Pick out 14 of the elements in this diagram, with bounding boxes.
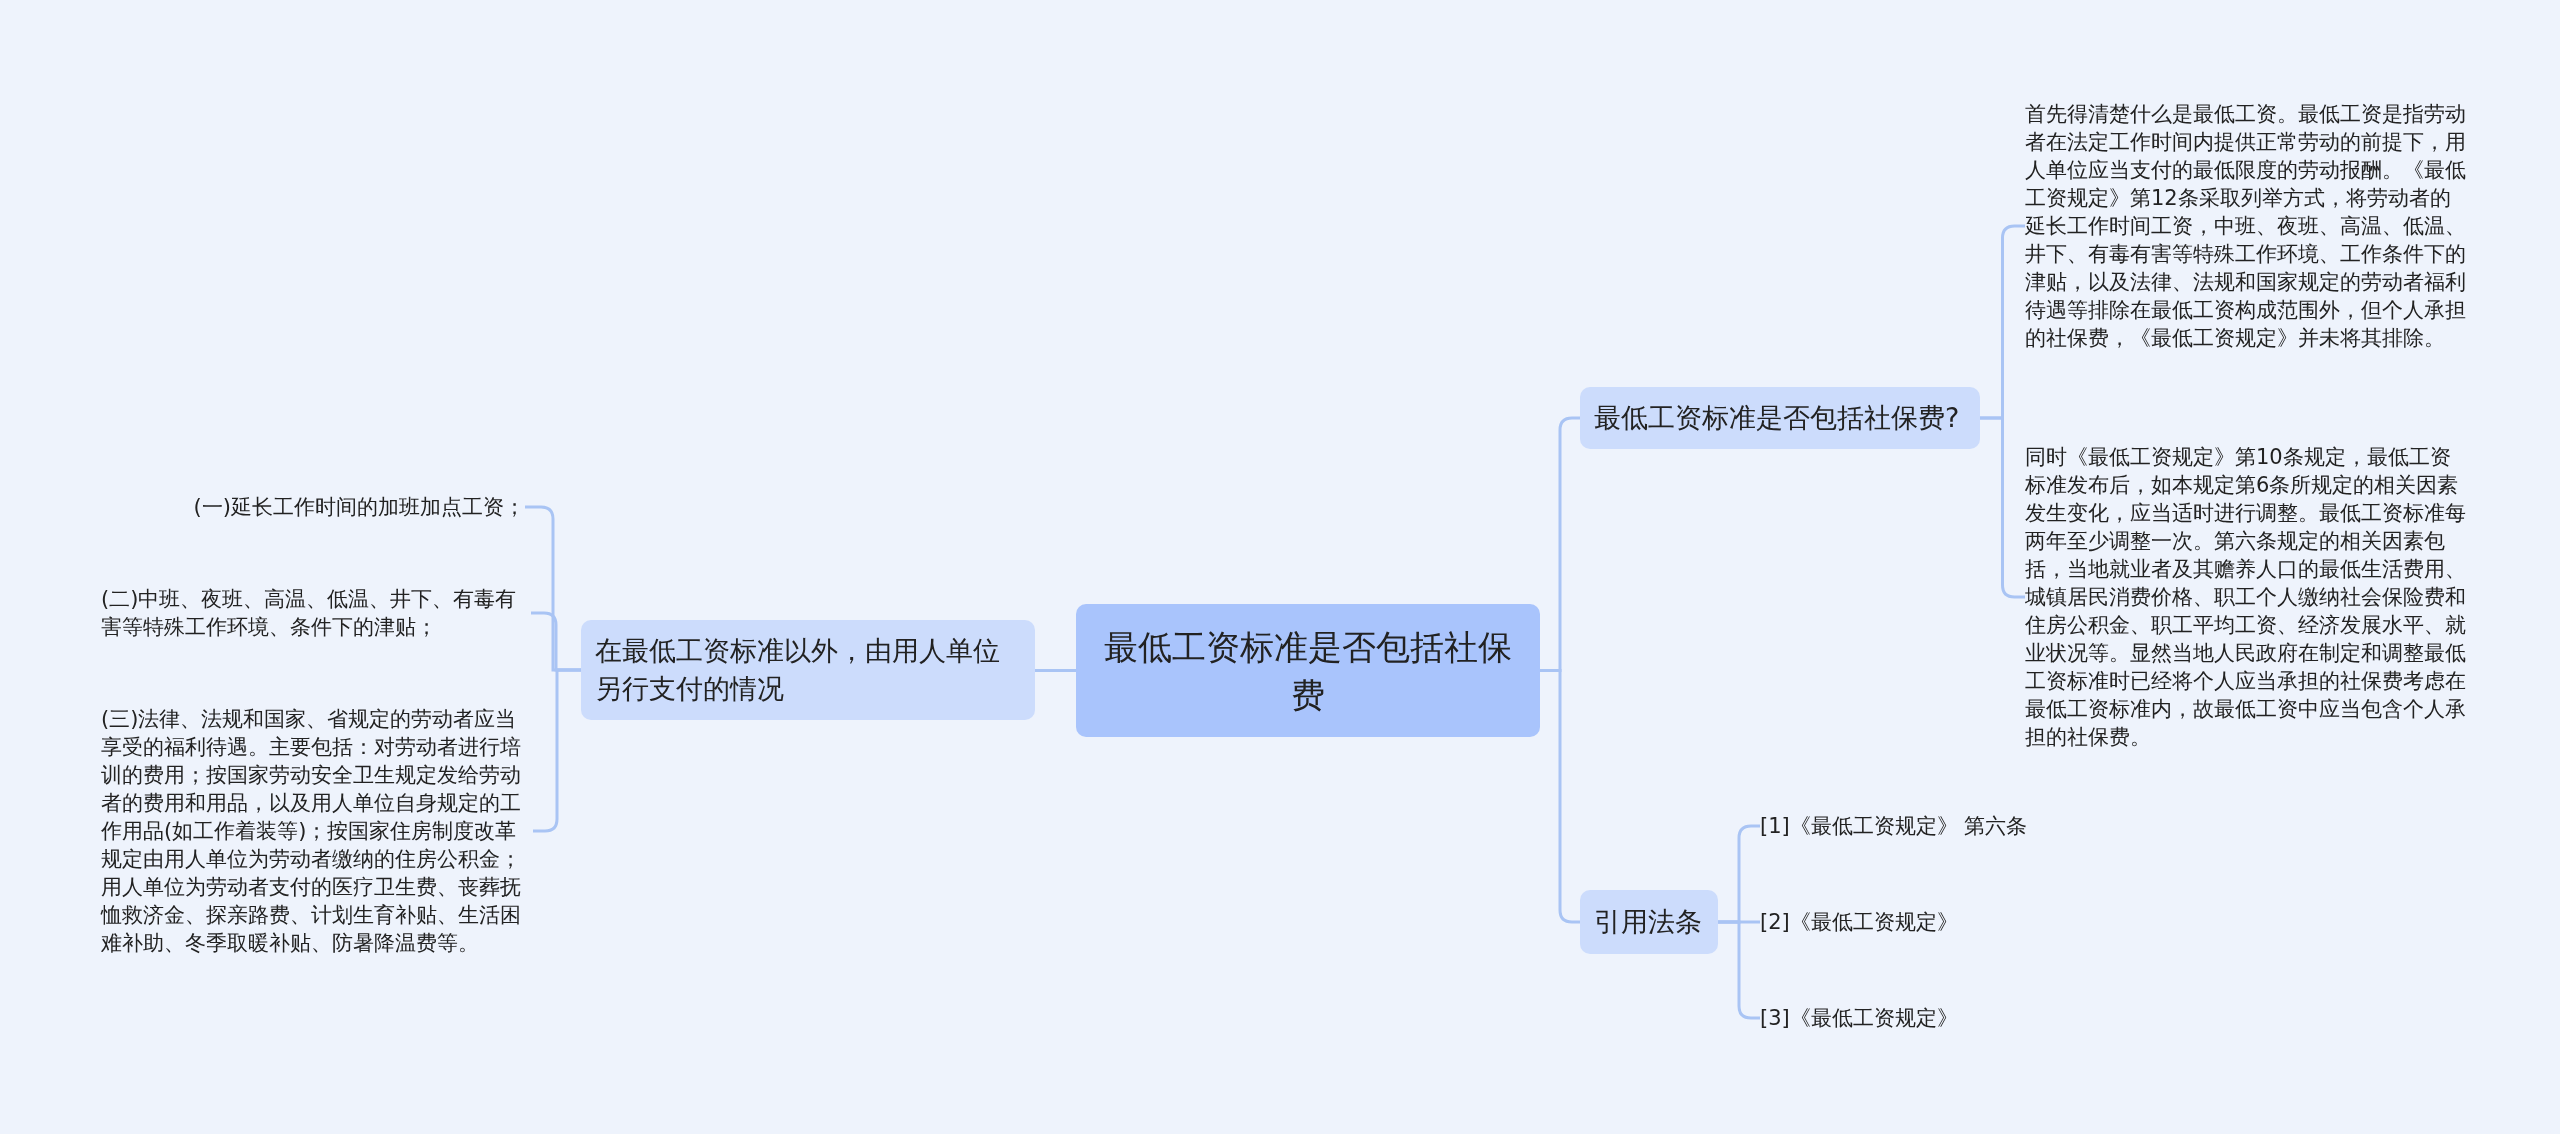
topic-box: 在最低工资标准以外，由用人单位另行支付的情况 (581, 620, 1035, 720)
leaf-text: [1]《最低工资规定》 第六条 (1760, 812, 2090, 840)
connector-line (1540, 669, 1580, 924)
leaf-text: 同时《最低工资规定》第10条规定，最低工资标准发布后，如本规定第6条所规定的相关因素发生变化，应当适时进行调整。最低工资标准每两年至少调整一次。第六条规定的相关因素包括，当地就业者及其赡养人口的最低生活费用、城镇居民消费价格、职工个人缴纳社会保险费和住房公积金、职工平均工资、经济发展水平、就业状况等。显然当地人民政府在制定和调整最低工资标准时已经将个人应当承担的社保费考虑在最低工资标准内，故最低工资中应当包含个人承担的社保费。 (2025, 443, 2470, 751)
leaf-text: (一)延长工作时间的加班加点工资； (170, 493, 525, 521)
leaf-text: (三)法律、法规和国家、省规定的劳动者应当享受的福利待遇。主要包括：对劳动者进行培训的费用；按国家劳动安全卫生规定发给劳动者的费用和用品，以及用人单位自身规定的工作用品(如工作着装等)；按国家住房制度改革规定由用人单位为劳动者缴纳的住房公积金；用人单位为劳动者支付的医疗卫生费、丧葬抚恤救济金、探亲路费、计划生育补贴、生活困难补助、冬季取暖补贴、防暑降温费等。 (101, 705, 533, 957)
leaf-text: (二)中班、夜班、高温、低温、井下、有毒有害等特殊工作环境、条件下的津贴； (101, 585, 531, 641)
topic-box: 最低工资标准是否包括社保费? (1580, 387, 1980, 449)
leaf-text: 首先得清楚什么是最低工资。最低工资是指劳动者在法定工作时间内提供正常劳动的前提下，用人单位应当支付的最低限度的劳动报酬。《最低工资规定》第12条采取列举方式，将劳动者的延长工作时间工资，中班、夜班、高温、低温、井下、有毒有害等特殊工作环境、工作条件下的津贴，以及法律、法规和国家规定的劳动者福利待遇等排除在最低工资构成范围外，但个人承担的社保费，《最低工资规定》并未将其排除。 (2025, 100, 2470, 352)
topic-box: 引用法条 (1580, 890, 1718, 954)
central-topic-box: 最低工资标准是否包括社保费 (1076, 604, 1540, 737)
leaf-text: [3]《最低工资规定》 (1760, 1004, 2090, 1032)
connector-line (1035, 669, 1076, 672)
leaf-text: [2]《最低工资规定》 (1760, 908, 2090, 936)
